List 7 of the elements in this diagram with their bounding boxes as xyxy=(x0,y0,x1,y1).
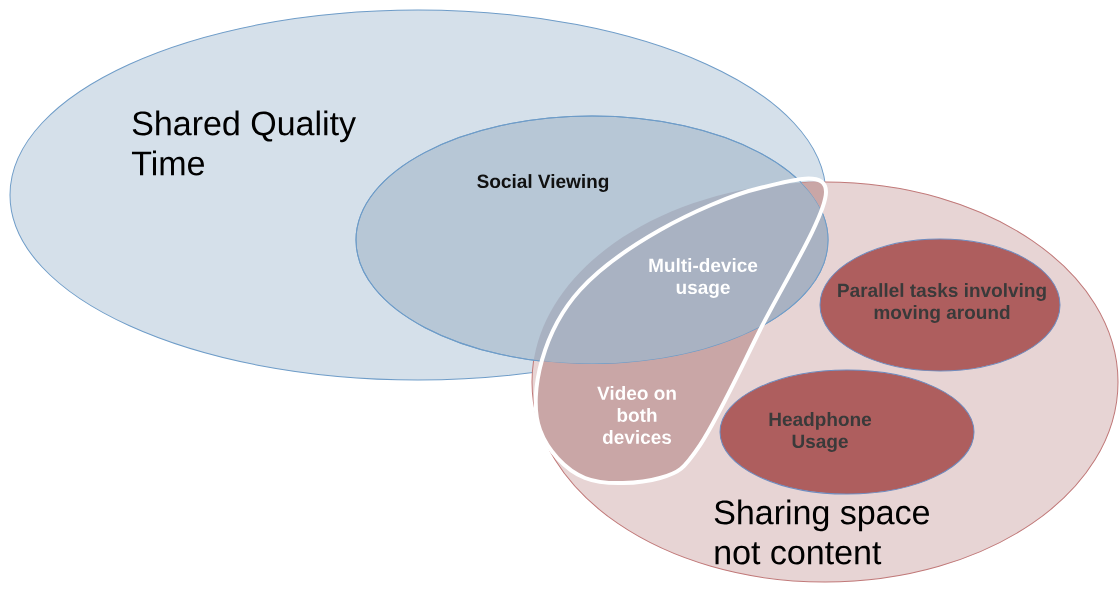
region-label: Video on both devices xyxy=(597,386,676,444)
region-label: Parallel tasks involving moving around xyxy=(838,283,1046,323)
region-label: Headphone Usage xyxy=(769,412,872,452)
region-label: Shared Quality Time xyxy=(131,110,356,176)
region-label: Sharing space not content xyxy=(714,499,929,565)
region-label: Social Viewing xyxy=(477,174,609,192)
region-label: Multi-device usage xyxy=(649,258,758,298)
